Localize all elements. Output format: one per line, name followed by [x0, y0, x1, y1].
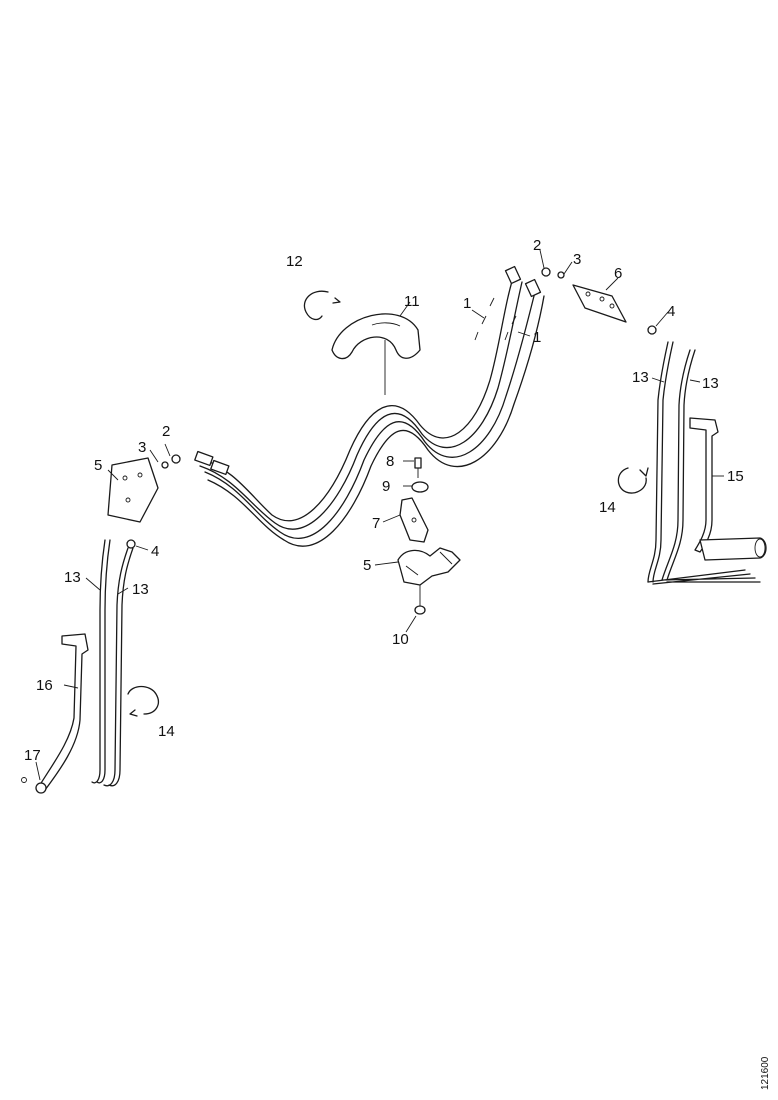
left-tubes — [91, 539, 134, 787]
hose-assembly — [199, 271, 545, 547]
callout-7: 7 — [372, 515, 380, 532]
callout-4-a: 4 — [667, 303, 675, 320]
left-support-bracket — [21, 633, 89, 794]
callout-17: 17 — [24, 747, 41, 764]
callout-10: 10 — [392, 631, 409, 648]
callout-5-b: 5 — [363, 557, 371, 574]
callout-11: 11 — [404, 293, 420, 310]
callout-14-a: 14 — [158, 723, 175, 740]
callout-3-a: 3 — [573, 251, 581, 268]
callout-6: 6 — [614, 265, 622, 282]
callout-4-b: 4 — [151, 543, 159, 560]
callout-1-a: 1 — [463, 295, 471, 312]
right-rotation-arrow-icon — [617, 467, 649, 494]
callout-2-a: 2 — [533, 237, 541, 254]
callout-13-b: 13 — [132, 581, 149, 598]
left-hose-fitting — [161, 450, 230, 476]
callout-13-c: 13 — [632, 369, 649, 386]
leader-lines — [35, 249, 724, 781]
hose-elbow-guide — [331, 313, 421, 395]
right-tubes — [647, 341, 761, 585]
callout-16: 16 — [36, 677, 53, 694]
left-rotation-arrow-icon — [127, 685, 159, 717]
callout-15: 15 — [727, 468, 744, 485]
callout-8: 8 — [386, 453, 394, 470]
callout-1-b: 1 — [533, 329, 541, 346]
callout-14-b: 14 — [599, 499, 616, 516]
left-mounting-plate — [107, 457, 159, 549]
callout-9: 9 — [382, 478, 390, 495]
callout-3-b: 3 — [138, 439, 146, 456]
callout-5-a: 5 — [94, 457, 102, 474]
callout-2-b: 2 — [162, 423, 170, 440]
center-clamp-assembly — [397, 457, 461, 615]
callout-13-d: 13 — [702, 375, 719, 392]
drawing-reference-number: 121600 — [760, 1056, 771, 1090]
callout-labels: 1 1 2 3 6 4 11 12 2 3 5 4 13 13 16 14 17… — [24, 237, 744, 764]
callout-12: 12 — [286, 253, 303, 270]
right-mounting-plate — [572, 284, 657, 335]
callout-13-a: 13 — [64, 569, 81, 586]
right-hose-fitting — [504, 265, 565, 298]
rotation-arrow-icon — [303, 290, 341, 321]
right-support-bracket — [689, 417, 767, 561]
